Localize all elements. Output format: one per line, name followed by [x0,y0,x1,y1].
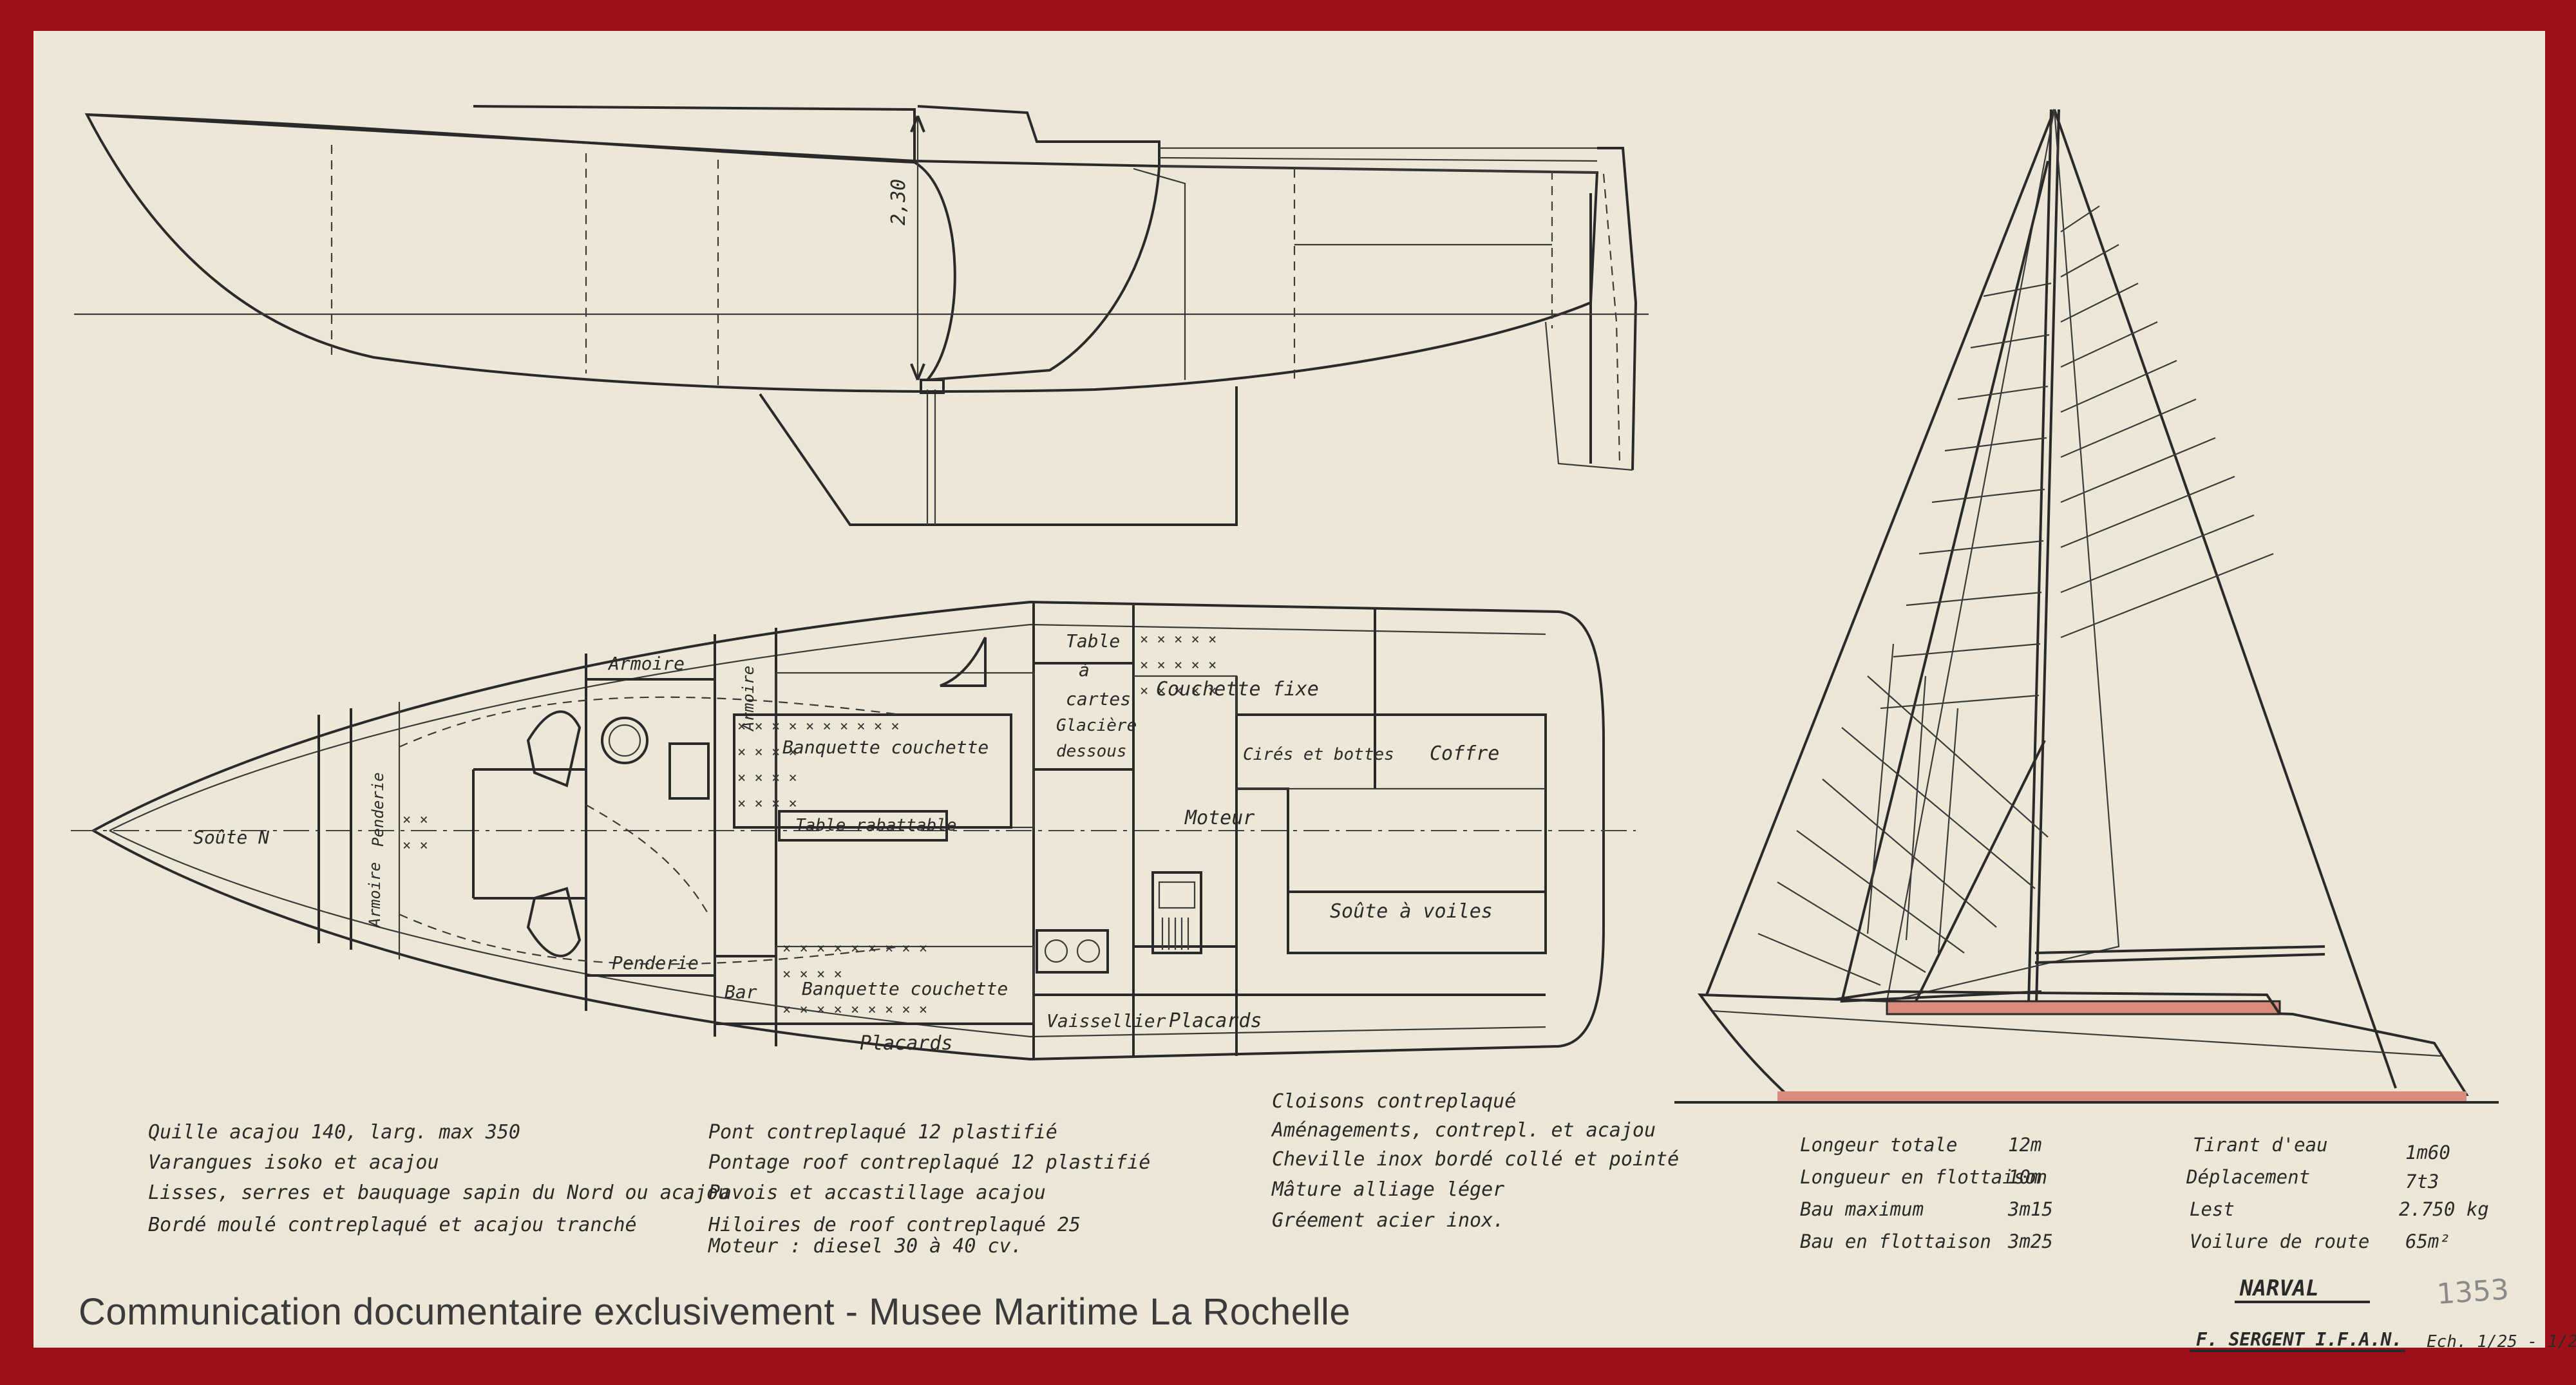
svg-text:× ×: × × [402,838,428,854]
label-placards-bottom: Placards [860,1032,953,1055]
specifications: Longeur totale 12m Longueur en flottaiso… [1800,1134,2489,1252]
profile-view: 2,30 [74,105,1649,526]
label-moteur: Moteur [1184,807,1255,829]
spec-right-label-3: Lest [2190,1198,2235,1220]
svg-text:× × × × ×: × × × × × [1140,683,1217,699]
spec-left-value-2: 10m [2008,1166,2041,1188]
label-penderie-left: Penderie [369,772,387,847]
spec-right-label-1: Tirant d'eau [2193,1134,2328,1156]
construction-notes: Quille acajou 140, larg. max 350 Varangu… [148,1090,1679,1258]
spec-left-label-3: Bau maximum [1800,1198,1924,1220]
svg-text:× × × × ×: × × × × × [1140,632,1217,648]
paper [33,31,2545,1348]
label-penderie: Penderie [612,952,699,974]
svg-text:× × × ×: × × × × [737,770,797,786]
label-glaciere-dessous: dessous [1056,742,1127,761]
label-a: à [1079,659,1090,681]
watermark: Communication documentaire exclusivement… [79,1291,1351,1333]
note-3-4: Mâture alliage léger [1271,1178,1504,1201]
label-couchette-fixe: Couchette fixe [1156,678,1319,701]
svg-text:× × × × × × × × × ×: × × × × × × × × × × [737,719,900,735]
svg-text:× × × × × × × × ×: × × × × × × × × × [782,941,927,957]
svg-text:× × × ×: × × × × [737,796,797,812]
note-3-5: Gréement acier inox. [1272,1209,1504,1232]
label-banquette-bottom: Banquette couchette [802,978,1008,999]
note-1-4: Bordé moulé contreplaqué et acajou tranc… [148,1214,637,1236]
designer: F. SERGENT I.F.A.N. [2196,1329,2402,1350]
svg-text:× × × × ×: × × × × × [1140,657,1217,674]
svg-text:× ×: × × [402,812,428,828]
label-cires-bottes: Cirés et bottes [1243,745,1394,764]
spec-left-value-3: 3m15 [2007,1198,2053,1220]
plan-view: × × × × × × × × × × × × × × × × × × × × … [71,600,1636,1061]
spec-right-value-4: 65m² [2405,1230,2450,1252]
spec-right-label-4: Voilure de route [2190,1230,2369,1252]
note-2-4: Hiloires de roof contreplaqué 25 [708,1214,1081,1236]
label-coffre: Coffre [1430,742,1499,765]
note-2-5: Moteur : diesel 30 à 40 cv. [708,1235,1023,1258]
note-2-1: Pont contreplaqué 12 plastifié [708,1121,1057,1144]
cabin-red-stripe [1886,1000,2281,1015]
spec-left-label-1: Longeur totale [1800,1134,1957,1156]
sail-shading [1757,205,2274,986]
spec-left-label-2: Longueur en flottaison [1800,1166,2047,1188]
note-3-2: Aménagements, contrepl. et acajou [1271,1119,1656,1142]
spec-right-value-3: 2.750 kg [2399,1198,2489,1220]
note-3-1: Cloisons contreplaqué [1272,1090,1516,1113]
svg-text:× × × × × × × × ×: × × × × × × × × × [782,1002,927,1018]
svg-text:× × × ×: × × × × [782,966,842,983]
spec-left-label-4: Bau en flottaison [1800,1230,1991,1252]
label-glaciere: Glacière [1056,716,1137,735]
note-2-2: Pontage roof contreplaqué 12 plastifié [708,1151,1150,1174]
height-dimension: 2,30 [887,179,910,225]
scale: Ech. 1/25 - 1/20 [2427,1332,2576,1352]
label-vaissellier: Vaissellier [1046,1010,1166,1032]
label-bar: Bar [724,981,757,1003]
note-1-3: Lisses, serres et bauquage sapin du Nord… [148,1182,730,1204]
sail-plan-view [1674,109,2499,1104]
label-soute-voiles: Soûte à voiles [1330,900,1493,923]
note-1-2: Varangues isoko et acajou [148,1151,439,1174]
boat-name: NARVAL [2239,1276,2319,1301]
label-armoire: Armoire [607,653,685,674]
spec-right-value-1: 1m60 [2405,1142,2450,1164]
cushion-crosses: × × × × × × × × × × × × × × × × × × × × … [402,632,1217,1018]
spec-right-label-2: Déplacement [2186,1166,2310,1188]
drawing-number: 1353 [2436,1273,2510,1311]
spec-left-value-1: 12m [2008,1134,2041,1156]
label-banquette-top: Banquette couchette [782,737,989,758]
label-placards-right: Placards [1169,1010,1262,1032]
note-2-3: Pavois et accastillage acajou [708,1182,1046,1204]
note-1-1: Quille acajou 140, larg. max 350 [148,1121,520,1144]
title-block: NARVAL 1353 F. SERGENT I.F.A.N. Ech. 1/2… [2190,1273,2576,1352]
label-soute-n: Soûte N [193,827,269,848]
label-armoire-left: Armoire [366,862,384,928]
label-cartes: cartes [1066,688,1131,710]
spec-left-value-4: 3m25 [2007,1230,2053,1252]
label-armoire-vertical: Armoire [739,666,757,732]
label-table-rabattable: Table rabattable [795,816,956,835]
label-table: Table [1066,630,1120,652]
waterline-red-stripe [1777,1091,2467,1102]
note-3-3: Cheville inox bordé collé et pointé [1272,1148,1679,1171]
spec-right-value-2: 7t3 [2405,1171,2439,1192]
svg-text:× × × ×: × × × × [737,744,797,760]
